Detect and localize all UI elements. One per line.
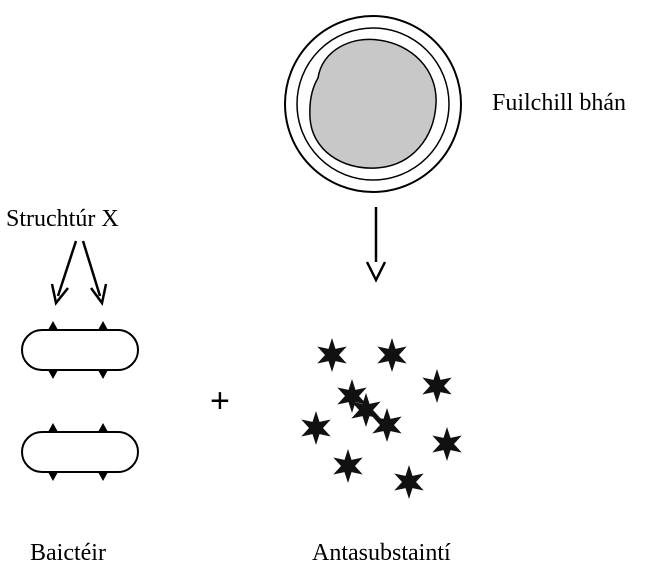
antibody-star [432,427,462,461]
structure-x-spike [98,423,108,432]
antibody-star [351,393,381,427]
white-blood-cell [284,15,462,193]
bacterium [21,321,139,379]
structure-x-spike [48,370,58,379]
structure-x-spike [48,321,58,330]
arrow-cell-to-antibodies [365,207,387,283]
cell-nucleus [309,38,437,169]
antibody-star [394,465,424,499]
label-structure-x: Struchtúr X [6,206,119,232]
structure-x-arrow-left [50,240,78,306]
label-bacteria: Baictéir [30,540,106,566]
antibody-star [301,411,331,445]
antibody-star [317,338,347,372]
label-antibodies: Antasubstaintí [312,540,451,566]
bacterium-body [21,431,139,473]
antibody-star [377,338,407,372]
antibody-star [372,408,402,442]
plus-sign: + [210,382,230,420]
bacterium-body [21,329,139,371]
antibody-star [422,369,452,403]
structure-x-spike [98,370,108,379]
structure-x-spike [48,423,58,432]
structure-x-arrow-right [81,240,108,306]
structure-x-spike [48,472,58,481]
bacterium [21,423,139,481]
structure-x-spike [98,472,108,481]
structure-x-spike [98,321,108,330]
antibody-cluster [301,338,462,499]
antibody-star [337,379,367,413]
label-white-blood-cell: Fuilchill bhán [492,90,626,116]
antibody-star [333,449,363,483]
